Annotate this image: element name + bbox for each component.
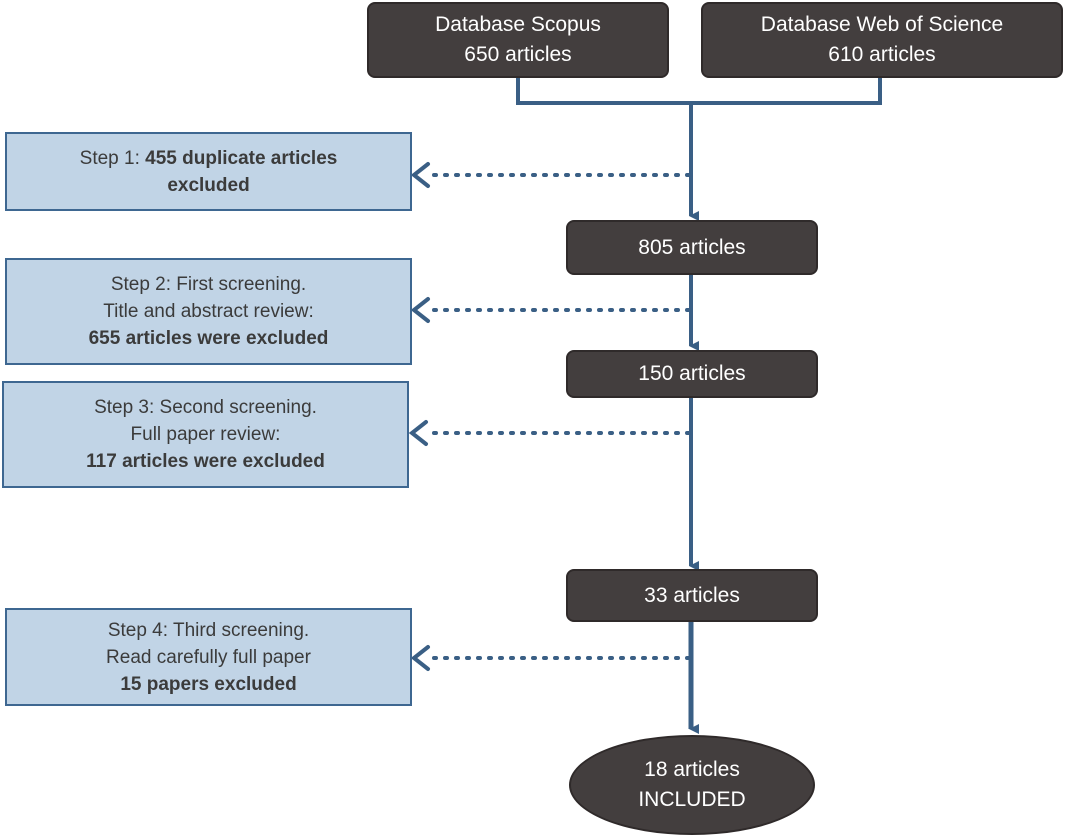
- step-3-box: Step 3: Second screening. Full paper rev…: [2, 381, 409, 488]
- step-1-line-1: Step 1: 455 duplicate articles: [80, 145, 338, 172]
- merge-bracket: [516, 78, 882, 105]
- final-status: INCLUDED: [638, 788, 746, 811]
- step-2-box: Step 2: First screening. Title and abstr…: [5, 258, 412, 365]
- step-2-line-2: Title and abstract review:: [103, 301, 314, 322]
- source-scopus-count: 650 articles: [464, 43, 572, 66]
- step-1-bold-a: 455 duplicate articles: [145, 147, 338, 169]
- source-scopus-box: Database Scopus 650 articles: [367, 2, 669, 78]
- source-wos-box: Database Web of Science 610 articles: [701, 2, 1063, 78]
- stage-150-box: 150 articles: [566, 350, 818, 398]
- stage-150-label: 150 articles: [638, 362, 746, 385]
- source-wos-count: 610 articles: [828, 43, 936, 66]
- stage-33-box: 33 articles: [566, 569, 818, 622]
- step-1-prefix: Step 1:: [79, 147, 146, 169]
- step-4-line-1: Step 4: Third screening.: [107, 619, 310, 641]
- step-3-line-1: Step 3: Second screening.: [94, 397, 317, 418]
- final-included-oval: 18 articles INCLUDED: [569, 735, 815, 835]
- source-scopus-name: Database Scopus: [435, 13, 601, 36]
- step-4-bold: 15 papers excluded: [120, 673, 297, 695]
- step-3-line-2: Full paper review:: [130, 424, 281, 445]
- final-count: 18 articles: [644, 758, 740, 781]
- stage-805-label: 805 articles: [638, 235, 746, 259]
- step-4-line-2: Read carefully full paper: [106, 646, 311, 668]
- stage-33-label: 33 articles: [644, 583, 740, 607]
- source-wos-name: Database Web of Science: [760, 13, 1004, 36]
- step-4-box: Step 4: Third screening. Read carefully …: [5, 608, 412, 706]
- step-2-line-1: Step 2: First screening.: [110, 274, 307, 295]
- stage-805-box: 805 articles: [566, 220, 818, 275]
- step-3-bold: 117 articles were excluded: [86, 451, 325, 472]
- step-1-box: Step 1: 455 duplicate articles excluded: [5, 132, 412, 211]
- step-2-bold: 655 articles were excluded: [88, 328, 329, 349]
- step-1-bold-b: excluded: [167, 174, 250, 196]
